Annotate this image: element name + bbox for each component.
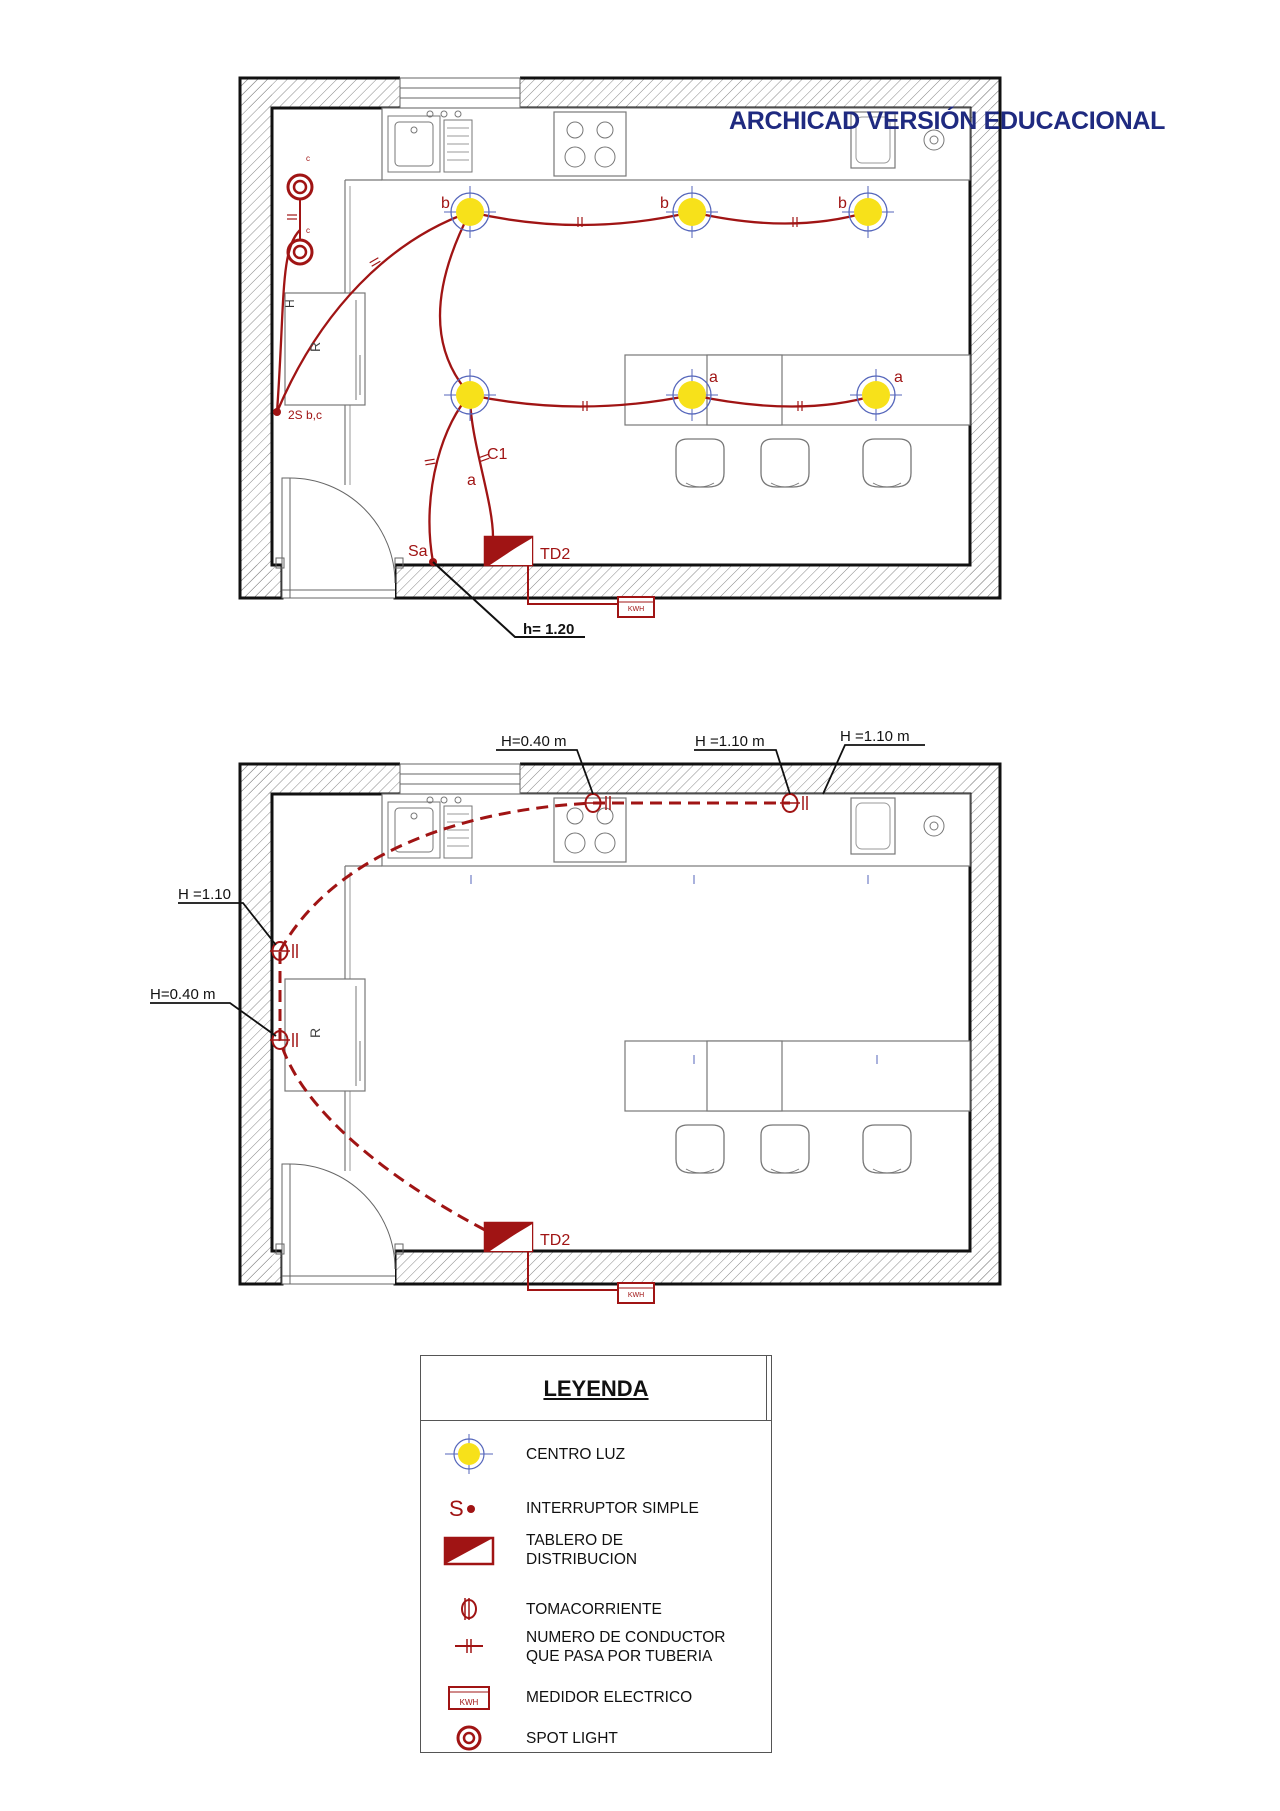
light-center-icon (665, 185, 719, 239)
switch-point (273, 408, 281, 416)
legend-label: TABLERO DE DISTRIBUCION (526, 1532, 638, 1568)
light-label: b (838, 195, 847, 212)
legend-label: NUMERO DE CONDUCTOR QUE PASA POR TUBERIA (526, 1629, 726, 1665)
legend-item: NUMERO DE CONDUCTOR QUE PASA POR TUBERIA (421, 1624, 771, 1674)
light-center-icon (841, 185, 895, 239)
legend: LEYENDA CENTRO LUZ S INTERRUPTOR SIMPLE … (420, 1355, 772, 1753)
light-center-icon (443, 185, 497, 239)
light-center-icon (443, 368, 497, 422)
legend-item: S INTERRUPTOR SIMPLE (421, 1488, 771, 1528)
legend-item: TABLERO DE DISTRIBUCION (421, 1528, 771, 1578)
legend-item: SPOT LIGHT (421, 1718, 771, 1758)
panel-label: TD2 (540, 1232, 570, 1249)
switch-icon: S (449, 1496, 475, 1521)
spot-label: c (306, 154, 310, 163)
legend-item: KWH MEDIDOR ELECTRICO (421, 1679, 771, 1719)
fridge-label: R (307, 1028, 323, 1038)
outlet-height-label: H=0.40 m (150, 986, 215, 1003)
spot-light-icon (286, 173, 314, 201)
svg-text:S: S (449, 1496, 464, 1521)
meter-label: KWH (628, 1292, 644, 1299)
switch-label: 2S b,c (288, 408, 322, 422)
conductor-tick-icon (424, 458, 436, 466)
outlet-height-label: H=0.40 m (501, 733, 566, 750)
conductor-tick-icon (792, 216, 798, 228)
panel-icon (443, 1536, 495, 1566)
legend-item: CENTRO LUZ (421, 1434, 771, 1474)
legend-item: TOMACORRIENTE (421, 1589, 771, 1629)
panel-label: TD2 (540, 546, 570, 563)
outlet-height-label: H =1.10 (178, 886, 231, 903)
watermark: ARCHICAD VERSIÓN EDUCACIONAL (729, 107, 1166, 135)
light-label: a (709, 369, 718, 386)
legend-label: TOMACORRIENTE (526, 1601, 662, 1618)
wire-label: H (283, 299, 297, 308)
lighting-circuit (275, 210, 877, 563)
circuit-letter: a (467, 472, 476, 489)
light-label: b (441, 195, 450, 212)
legend-title: LEYENDA (543, 1376, 649, 1401)
spot-label: c (306, 226, 310, 235)
meter-label: KWH (628, 606, 644, 613)
spot-light-icon (456, 1725, 482, 1751)
legend-label: CENTRO LUZ (526, 1446, 626, 1463)
light-label: a (894, 369, 903, 386)
legend-header: LEYENDA (421, 1356, 771, 1421)
single-switch-label: Sa (408, 543, 428, 560)
light-label: b (660, 195, 669, 212)
legend-label: SPOT LIGHT (526, 1730, 618, 1747)
svg-text:KWH: KWH (460, 1698, 479, 1707)
spot-light-icon (286, 238, 314, 266)
light-center-icon (445, 1434, 493, 1474)
outlet-height-label: H =1.10 m (695, 733, 765, 750)
height-note: h= 1.20 (523, 621, 574, 638)
outlet-height-label: H =1.10 m (840, 728, 910, 745)
circuit-label: C1 (487, 446, 508, 463)
plan-1-lighting: c c H R b b b a a C1 a 2S b,c Sa TD2 KWH (240, 78, 1000, 638)
plan-2-outlets: H=0.40 m H =1.10 m H =1.10 m H =1.10 H=0… (150, 728, 1000, 1303)
meter-icon: KWH (448, 1686, 490, 1710)
conductor-tick-icon (455, 1639, 483, 1653)
outlet-circuit (278, 801, 790, 1232)
outlet-icon (461, 1598, 477, 1620)
legend-label: MEDIDOR ELECTRICO (526, 1689, 693, 1706)
legend-label: INTERRUPTOR SIMPLE (526, 1500, 699, 1517)
fridge-label: R (307, 342, 323, 352)
